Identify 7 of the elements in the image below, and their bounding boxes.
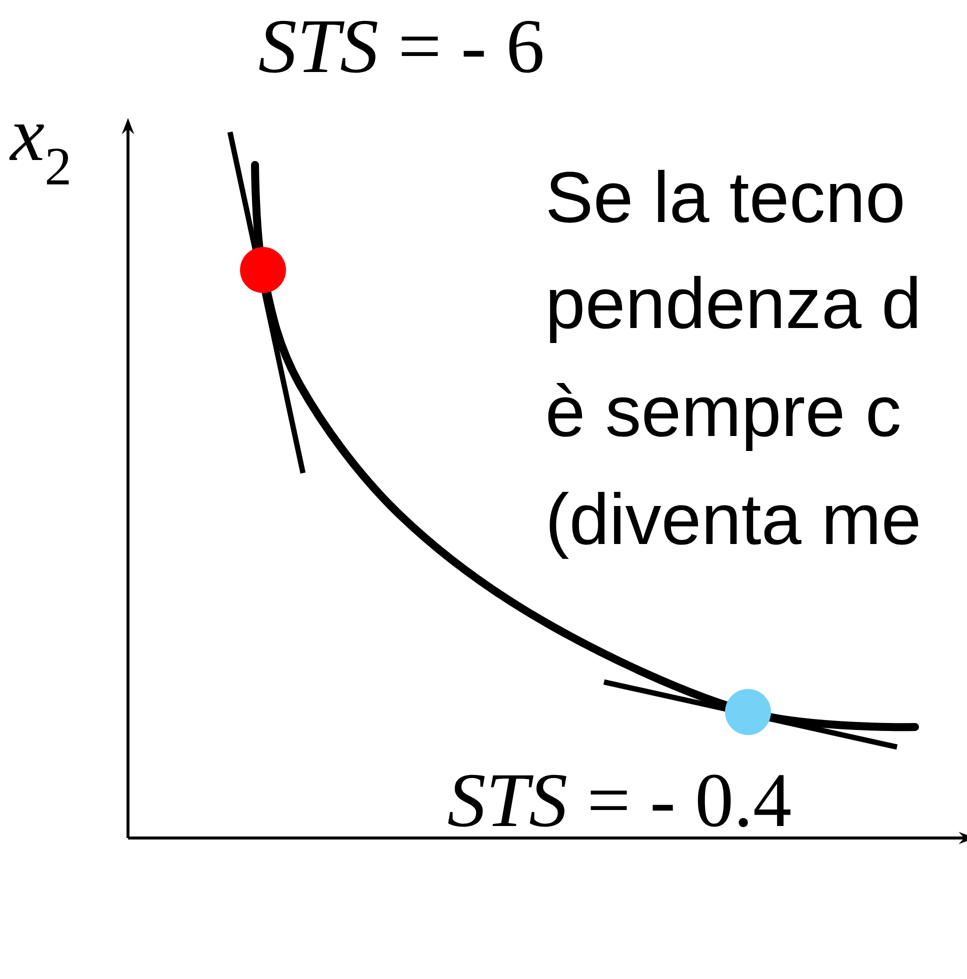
formula-label: STS = - 6 xyxy=(259,20,542,73)
formula-label: STS = - 0.4 xyxy=(448,774,790,828)
note-text: Se la tecno xyxy=(548,170,902,223)
note-text: è sempre c xyxy=(548,383,900,451)
formula-label: x$_{2}$ xyxy=(9,124,69,184)
note-text: (diventa me xyxy=(550,492,918,559)
note-text: pendenza d xyxy=(550,276,917,343)
